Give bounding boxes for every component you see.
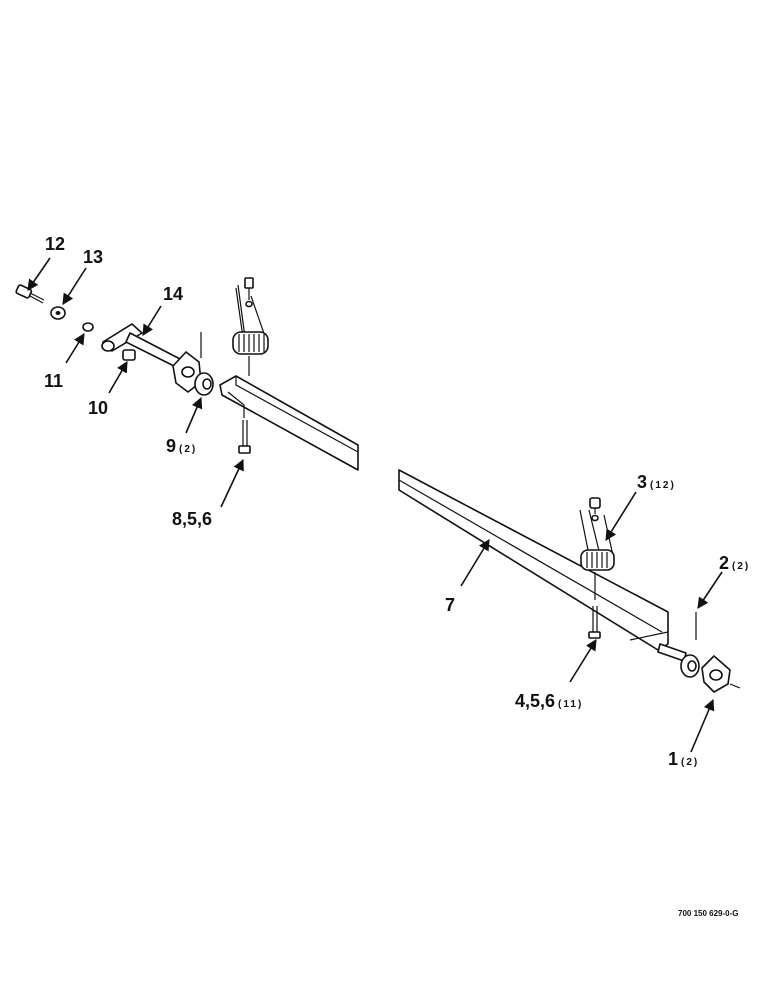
- bearing-part-9: [194, 372, 214, 396]
- nut-part-10: [122, 349, 136, 361]
- washer-part-11: [82, 322, 94, 332]
- washer-part-13: [50, 306, 66, 320]
- bearing-right: [680, 654, 700, 678]
- callout-11: 11: [44, 371, 63, 391]
- callout-4-5-6: 4,5,6(11): [515, 691, 583, 711]
- lever-part-14: [101, 323, 183, 369]
- bearing-flange-part-1: [701, 655, 741, 693]
- leader-arrows: [27, 257, 723, 753]
- shaft-right: [657, 643, 687, 662]
- callout-9: 9(2): [166, 436, 197, 456]
- beam-part-7: [398, 469, 669, 651]
- callout-14: 14: [163, 284, 183, 304]
- callout-2: 2(2): [719, 553, 750, 573]
- spring-tine-upper: [232, 277, 269, 376]
- callout-1: 1(2): [668, 749, 699, 769]
- bolt-part-4: [588, 606, 601, 639]
- callout-10: 10: [88, 398, 108, 418]
- callout-13: 13: [83, 247, 103, 267]
- callout-8-5-6: 8,5,6: [172, 509, 212, 529]
- bolt-part-8: [238, 420, 251, 454]
- callout-12: 12: [45, 234, 65, 254]
- callout-3: 3(12): [637, 472, 676, 492]
- reference-number: 700 150 629-0-G: [678, 909, 739, 918]
- callout-7: 7: [445, 595, 455, 615]
- beam-left-segment: [219, 375, 359, 471]
